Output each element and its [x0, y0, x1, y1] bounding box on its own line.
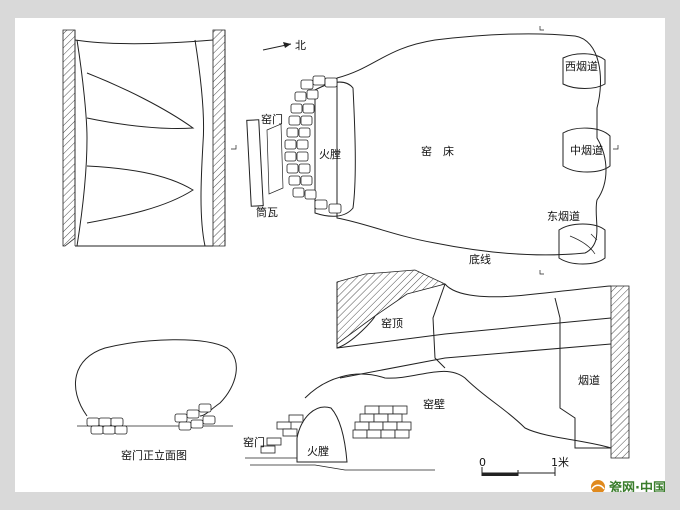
logo-site-name: 瓷网·中国: [609, 480, 665, 492]
site-watermark: 瓷网·中国: [591, 480, 665, 492]
north-arrow: 北: [262, 39, 306, 52]
label-kiln-door-side: 窑门: [243, 435, 265, 449]
east-flue-box: [558, 223, 606, 265]
longitudinal-section-view: 窑顶 窑壁 烟道 窑门 火膛: [243, 269, 630, 471]
label-fire-chamber-side: 火膛: [307, 444, 329, 458]
label-east-flue: 东烟道: [547, 209, 580, 223]
front-elevation-view: 窑门正立面图: [74, 339, 237, 462]
drawing-sheet: 北: [15, 18, 665, 492]
front-elevation-caption: 窑门正立面图: [121, 448, 187, 462]
kiln-outline: [336, 33, 607, 256]
left-section-view: [62, 29, 226, 247]
scale-zero-label: 0: [479, 456, 486, 469]
roof-hatch: [336, 269, 447, 345]
west-flue-box: [562, 53, 606, 89]
logo-icon: [591, 480, 605, 492]
label-kiln-bed: 窑 床: [421, 144, 454, 158]
north-label: 北: [295, 39, 306, 52]
label-flue: 烟道: [578, 373, 600, 387]
label-kiln-wall: 窑壁: [423, 397, 445, 411]
label-middle-flue: 中烟道: [570, 143, 603, 157]
door-bricks-section: [260, 414, 304, 454]
elevation-outline: [74, 339, 237, 417]
label-kiln-door-top: 窑门: [261, 112, 283, 126]
right-section-hatch: [610, 285, 630, 459]
label-bottom-line: 底线: [469, 252, 491, 266]
tube-tile-shape: [246, 119, 264, 207]
label-kiln-roof: 窑顶: [381, 316, 403, 330]
label-fire-chamber-top: 火膛: [319, 147, 341, 161]
label-west-flue: 西烟道: [565, 59, 598, 73]
middle-flue-box: [562, 127, 611, 173]
scale-one-meter-label: 1米: [551, 456, 569, 469]
inner-brick-stack: [352, 405, 412, 439]
right-wall-hatch: [212, 29, 226, 247]
label-tube-tile: 筒瓦: [256, 205, 278, 219]
kiln-plan-drawing: 北: [62, 26, 665, 492]
fire-chamber-section: [296, 406, 348, 463]
left-wall-hatch: [62, 29, 76, 247]
scale-bar: 0 1米: [479, 456, 569, 476]
door-bricks-plan: [284, 75, 342, 214]
kiln-plan-view: 窑门 火膛 窑 床 西烟道 中烟道 东烟道 筒瓦 底线: [231, 26, 619, 275]
